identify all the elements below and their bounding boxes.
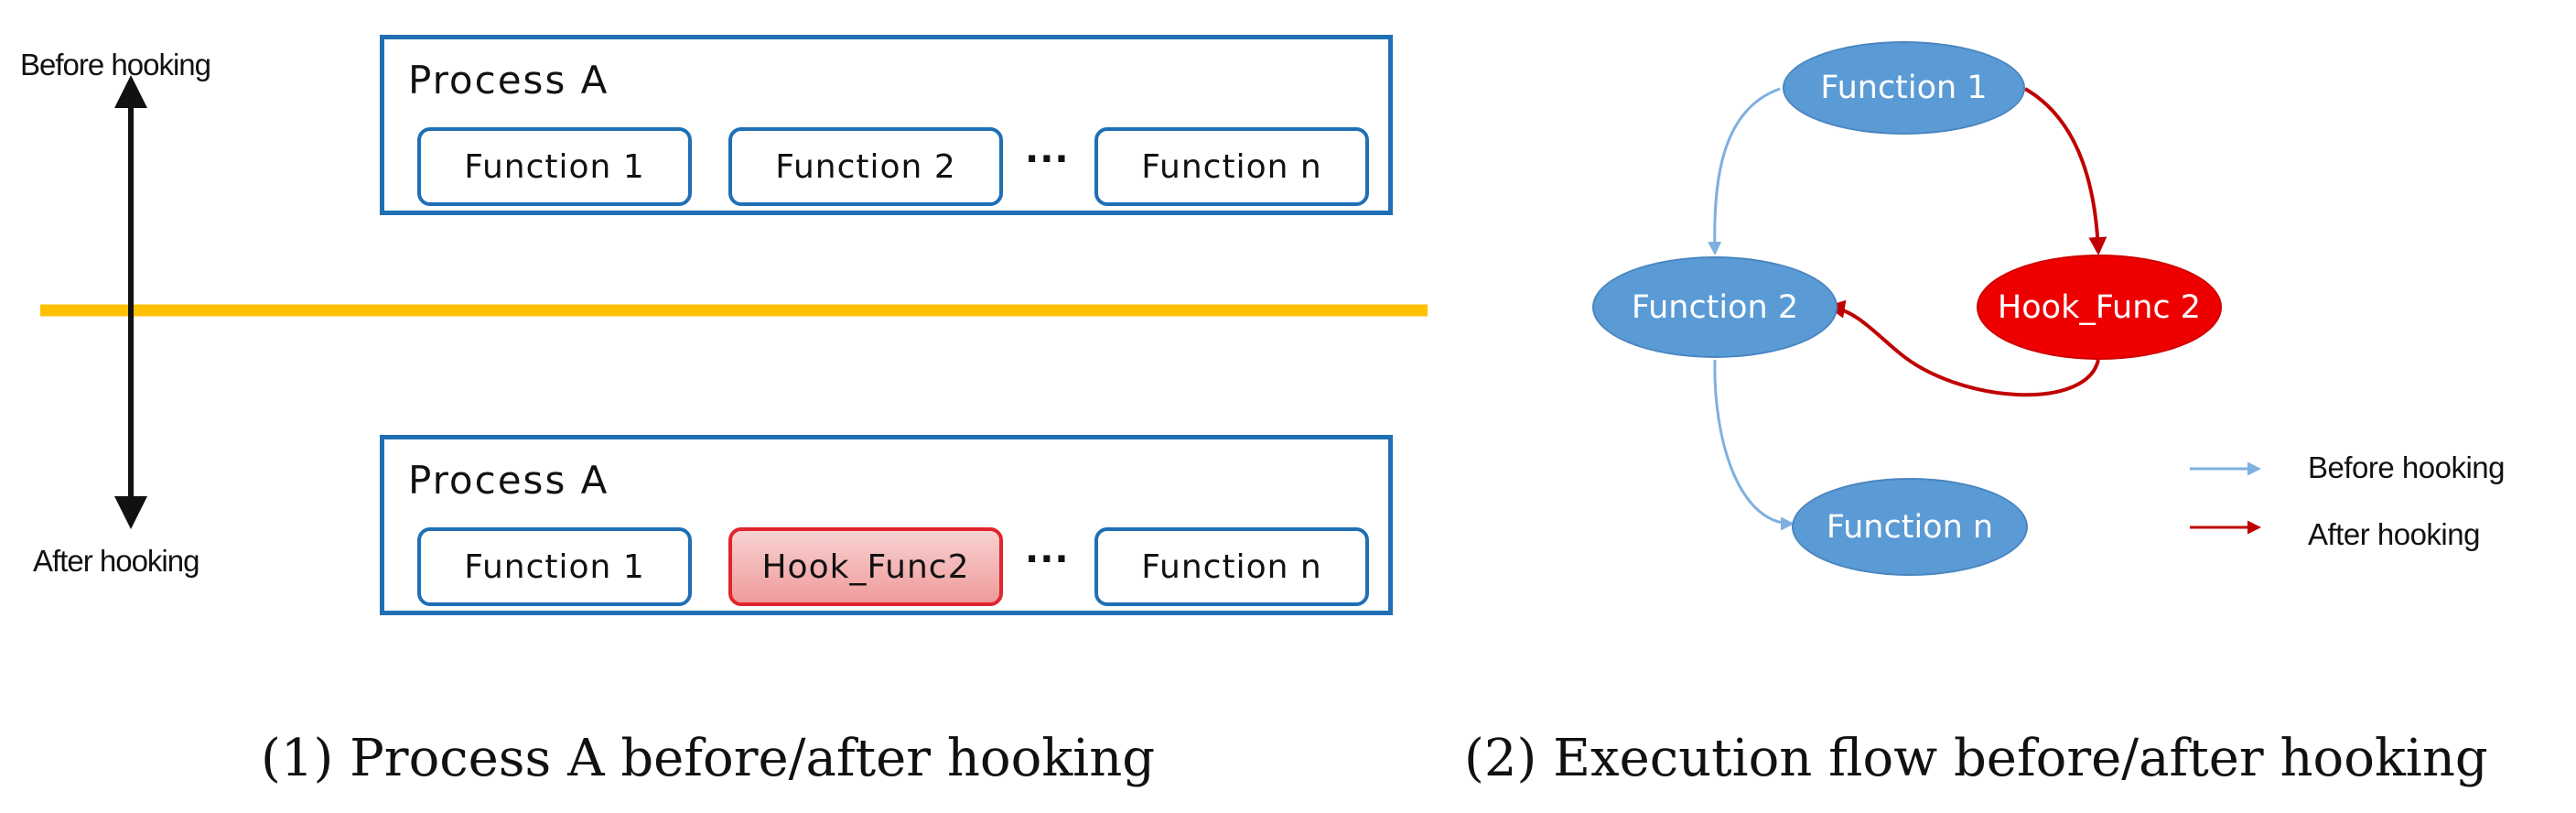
right-caption: (2) Execution flow before/after hooking (1464, 729, 2488, 788)
hook-func2-box: Hook_Func2 (728, 527, 1003, 606)
node-hook-func-2: Hook_Func 2 (1977, 255, 2222, 360)
node-function-n: Function n (1792, 478, 2028, 576)
function-1-box: Function 1 (417, 127, 692, 206)
left-caption: (1) Process A before/after hooking (261, 729, 1156, 788)
process-a-title: Process A (408, 458, 609, 503)
after-hooking-label: After hooking (33, 544, 199, 578)
ellipsis: ··· (1025, 538, 1070, 580)
function-1-box: Function 1 (417, 527, 692, 606)
arrow-f1-to-hook (2023, 87, 2107, 255)
function-2-box: Function 2 (728, 127, 1003, 206)
function-n-box: Function n (1094, 527, 1369, 606)
ellipsis: ··· (1025, 138, 1070, 180)
function-n-box: Function n (1094, 127, 1369, 206)
process-a-after-box: Process A Function 1 Hook_Func2 ··· Func… (380, 435, 1393, 615)
arrow-f1-to-f2 (1708, 87, 1781, 255)
legend-before-label: Before hooking (2308, 450, 2506, 484)
legend-after-label: After hooking (2308, 517, 2480, 551)
arrow-hook-to-f2 (1827, 299, 2100, 397)
arrow-f2-to-fn (1713, 359, 1795, 531)
process-a-before-box: Process A Function 1 Function 2 ··· Func… (380, 35, 1393, 215)
process-a-title: Process A (408, 58, 609, 103)
node-function-1: Function 1 (1783, 41, 2025, 135)
node-function-2: Function 2 (1592, 256, 1838, 358)
